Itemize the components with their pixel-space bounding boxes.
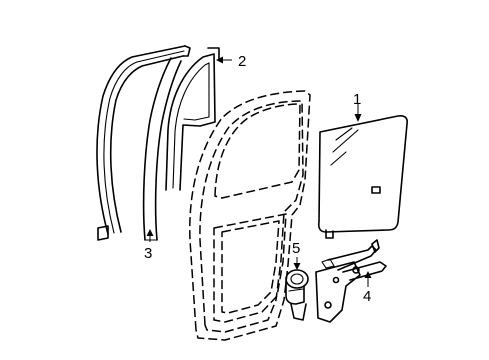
arrowhead-4 bbox=[364, 271, 372, 278]
regulator-part-4 bbox=[315, 239, 387, 323]
arrowhead-5 bbox=[293, 263, 301, 270]
motor-part-5 bbox=[285, 269, 309, 321]
arrowhead-2 bbox=[216, 56, 223, 64]
window-frame-part-2 bbox=[165, 47, 220, 191]
callout-5: 5 bbox=[292, 240, 300, 257]
callout-3: 3 bbox=[144, 245, 152, 262]
division-channel-part-3 bbox=[142, 57, 182, 241]
callout-4: 4 bbox=[363, 288, 371, 305]
callout-1: 1 bbox=[353, 91, 361, 108]
arrowhead-3 bbox=[146, 229, 154, 236]
door-outline bbox=[189, 90, 311, 341]
run-channel-part-3 bbox=[96, 45, 191, 241]
callout-leaders bbox=[146, 56, 372, 287]
arrowhead-1 bbox=[354, 114, 362, 122]
callout-2: 2 bbox=[238, 53, 246, 70]
door-glass-part-1 bbox=[317, 115, 408, 239]
